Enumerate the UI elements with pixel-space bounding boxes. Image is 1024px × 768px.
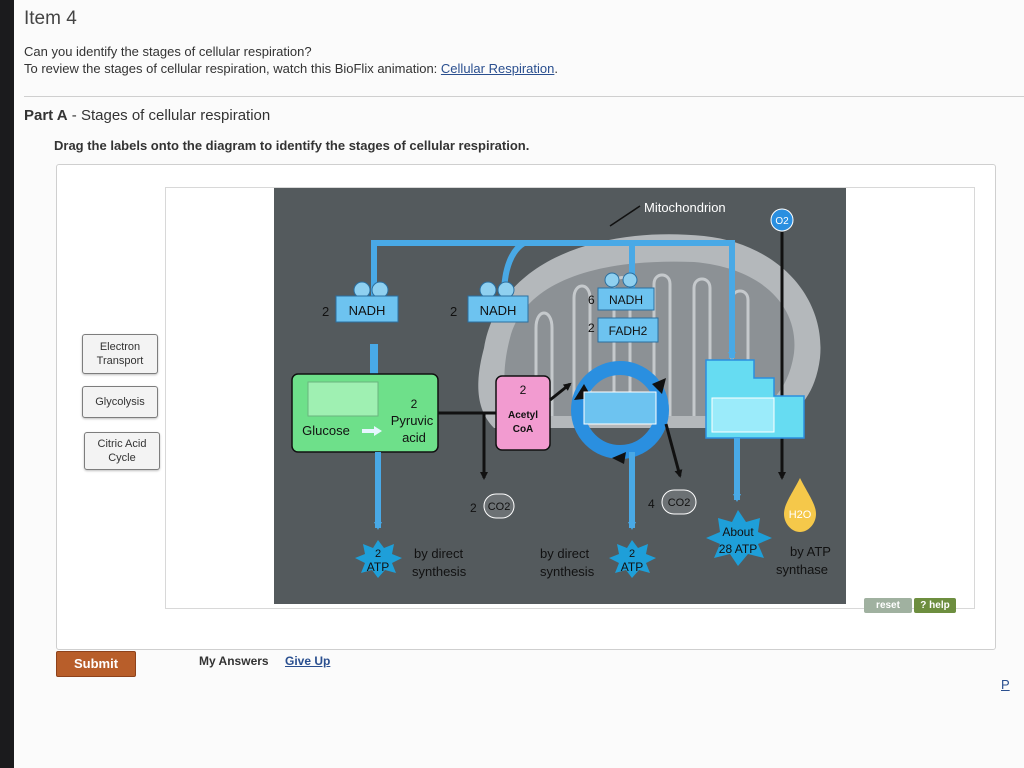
pagination-link[interactable]: P [1001,677,1010,692]
acetyl-coa-stage: 2 Acetyl CoA [495,375,551,451]
section-divider [24,96,1024,97]
svg-text:acid: acid [402,430,426,445]
citric-cycle-drop-target[interactable] [583,391,657,425]
svg-text:4: 4 [648,497,655,511]
citric-acid-cycle-stage [571,361,669,464]
part-dash: - [67,107,81,124]
svg-text:2: 2 [629,548,635,560]
electron-carrier-arrow [371,240,736,360]
svg-text:O2: O2 [775,216,789,227]
svg-text:Pyruvic: Pyruvic [391,413,434,428]
cellular-respiration-diagram: Mitochondrion O2 2 NADH 2 NADH 6 NADH 2 … [274,188,846,604]
intro-question: Can you identify the stages of cellular … [24,44,312,59]
nadh-box-3: 6 NADH [588,272,655,311]
svg-text:2: 2 [375,548,381,560]
glycolysis-stage: Glucose 2 Pyruvic acid [291,373,439,453]
svg-text:CoA: CoA [513,424,534,435]
svg-text:2: 2 [322,304,329,319]
acetyl-to-cycle-arrow [549,382,572,402]
svg-text:2: 2 [588,321,595,335]
svg-text:by ATP: by ATP [790,544,831,559]
intro-review-text: To review the stages of cellular respira… [24,61,441,76]
reset-button[interactable]: reset [864,598,912,613]
o2-badge: O2 [770,208,794,232]
part-label: Part A [24,107,68,124]
drag-label-electron-transport[interactable]: Electron Transport [82,334,158,374]
svg-text:ATP: ATP [367,560,389,574]
svg-text:by direct: by direct [414,546,464,561]
intro-review-period: . [554,61,558,76]
atp-starburst-3: About 28 ATP by ATP synthase [706,510,831,577]
nadh-box-2: 2 NADH [450,281,529,323]
svg-text:2: 2 [520,383,527,397]
svg-text:6: 6 [588,293,595,307]
glycolysis-drop-target[interactable] [307,381,379,417]
give-up-link[interactable]: Give Up [285,654,331,668]
svg-text:synthase: synthase [776,562,828,577]
cellular-respiration-link[interactable]: Cellular Respiration [440,61,555,76]
svg-text:CO2: CO2 [668,497,691,509]
atp-starburst-1: 2 ATP by direct synthesis [355,540,467,579]
svg-text:2: 2 [470,501,477,515]
svg-text:synthesis: synthesis [540,564,595,579]
my-answers-label: My Answers [199,654,269,668]
atp-starburst-2: by direct synthesis 2 ATP [540,540,656,579]
svg-text:ATP: ATP [621,560,643,574]
svg-text:NADH: NADH [609,293,643,307]
electron-transport-drop-target[interactable] [711,397,775,433]
svg-text:NADH: NADH [349,303,386,318]
svg-text:2: 2 [411,397,418,411]
submit-button[interactable]: Submit [56,651,136,677]
svg-text:NADH: NADH [480,303,517,318]
intro-review: To review the stages of cellular respira… [24,61,558,76]
drag-label-citric-acid-cycle[interactable]: Citric Acid Cycle [84,432,160,470]
fadh2-box: 2 FADH2 [588,317,659,343]
part-header: Part A - Stages of cellular respiration [24,107,270,124]
svg-text:28 ATP: 28 ATP [719,542,757,556]
svg-text:H2O: H2O [789,509,812,521]
svg-text:CO2: CO2 [488,501,511,513]
help-button[interactable]: ? help [914,598,956,613]
part-title: Stages of cellular respiration [80,107,271,124]
svg-text:2: 2 [450,304,457,319]
svg-text:Glucose: Glucose [302,423,350,438]
svg-text:synthesis: synthesis [412,564,467,579]
instructions: Drag the labels onto the diagram to iden… [54,138,530,153]
co2-badge-2: 4 CO2 [648,489,697,515]
item-title: Item 4 [24,8,77,29]
svg-text:Mitochondrion: Mitochondrion [644,200,726,215]
water-droplet: H2O [784,478,816,532]
drag-label-glycolysis[interactable]: Glycolysis [82,386,158,418]
screen-bezel [0,0,14,768]
co2-release-arrow-2 [664,423,683,478]
nadh-box-1: 2 NADH [322,281,399,323]
svg-text:Acetyl: Acetyl [508,410,538,421]
svg-text:About: About [722,525,754,539]
svg-text:by direct: by direct [540,546,590,561]
svg-text:FADH2: FADH2 [609,324,648,338]
mitochondrion-label: Mitochondrion [609,200,726,227]
co2-badge-1: 2 CO2 [470,493,515,519]
glycolysis-up-arrow [370,344,378,378]
